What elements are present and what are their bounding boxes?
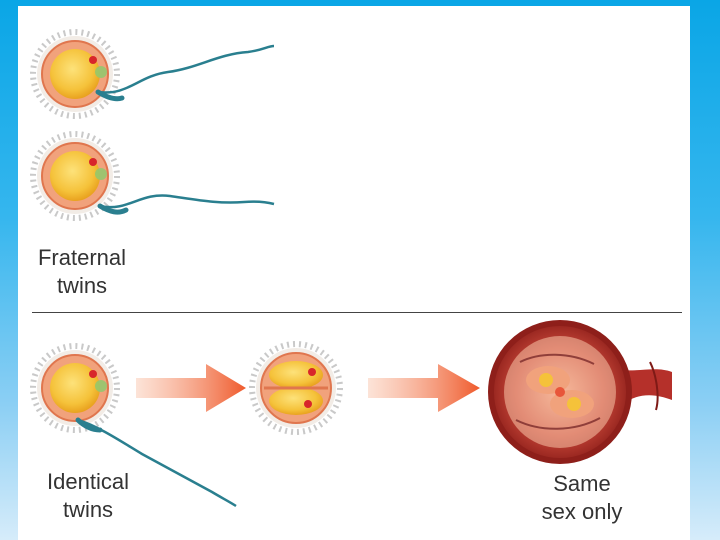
fraternal-label-line1: Fraternal bbox=[37, 245, 127, 270]
sperm-icon bbox=[77, 418, 237, 508]
section-divider bbox=[32, 312, 682, 313]
egg-icon bbox=[33, 32, 117, 116]
fraternal-twins-label: Fraternal twins bbox=[32, 244, 132, 300]
arrow-icon bbox=[368, 364, 480, 412]
sperm-icon bbox=[99, 194, 275, 209]
identical-label-line1: Identical bbox=[47, 469, 129, 494]
identical-twins-label: Identical twins bbox=[38, 468, 138, 524]
uterus-icon bbox=[488, 320, 672, 464]
sperm-icon bbox=[97, 44, 275, 94]
egg-icon bbox=[33, 346, 117, 430]
same-sex-label-line1: Same bbox=[553, 471, 611, 496]
diagram-panel: Fraternal twins Identical twins Same sex… bbox=[18, 6, 690, 540]
egg-icon bbox=[33, 134, 117, 218]
arrow-icon bbox=[136, 364, 246, 412]
egg-icon bbox=[249, 341, 343, 435]
same-sex-label: Same sex only bbox=[522, 470, 642, 526]
same-sex-label-line2: sex only bbox=[541, 499, 623, 524]
diagram-art bbox=[18, 6, 672, 508]
fraternal-label-line2: twins bbox=[56, 273, 108, 298]
identical-label-line2: twins bbox=[62, 497, 114, 522]
